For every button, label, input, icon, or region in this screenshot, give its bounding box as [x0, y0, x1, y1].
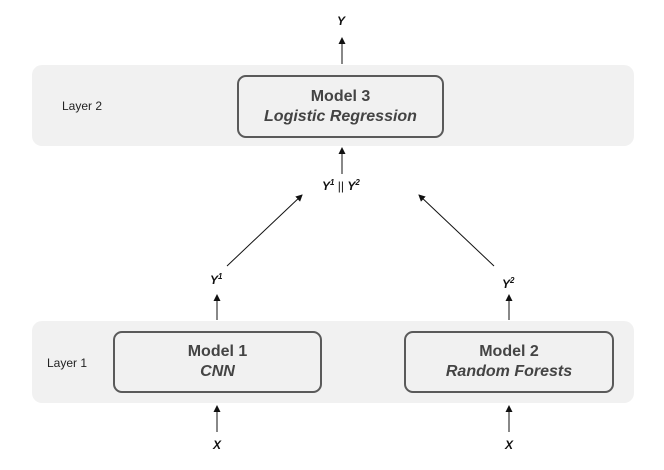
y1-label: Y1	[210, 272, 222, 287]
layer-1-label: Layer 1	[47, 356, 88, 370]
y2-sup: 2	[510, 276, 515, 285]
concat-y1: Y	[322, 179, 331, 193]
model-1-subtitle: CNN	[200, 363, 235, 380]
concat-y2: Y	[347, 179, 356, 193]
model-1-title: Model 1	[187, 343, 248, 360]
output-y-label: Y	[337, 14, 346, 28]
concat-separator: ||	[334, 179, 348, 193]
model-3-box: Model 3 Logistic Regression	[237, 75, 444, 138]
model-2-box: Model 2 Random Forests	[404, 331, 614, 393]
model-2-subtitle: Random Forests	[445, 363, 573, 380]
model-2-title: Model 2	[479, 343, 539, 360]
y1-text: Y	[210, 273, 219, 287]
arrow-y2-to-concat	[418, 194, 495, 267]
concat-label: Y1 || Y2	[322, 178, 360, 193]
input-x-right-label: X	[505, 438, 514, 452]
model-3-title: Model 3	[310, 87, 371, 105]
model-3-subtitle: Logistic Regression	[264, 107, 417, 125]
concat-y1-sup: 1	[330, 178, 335, 187]
model-1-box: Model 1 CNN	[113, 331, 322, 393]
concat-y2-sup: 2	[355, 178, 360, 187]
layer-2-label: Layer 2	[62, 99, 103, 113]
y1-sup: 1	[218, 272, 223, 281]
input-x-left-label: X	[213, 438, 222, 452]
y2-label: Y2	[502, 276, 514, 291]
arrow-y1-to-concat	[226, 194, 303, 267]
y2-text: Y	[502, 277, 511, 291]
